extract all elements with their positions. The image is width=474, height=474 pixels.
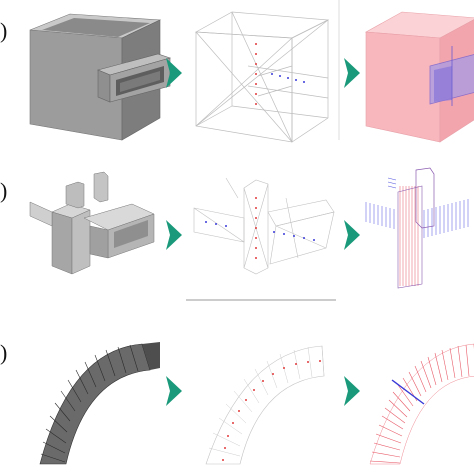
row-c-wireframe-skeleton xyxy=(205,345,325,465)
row-label-b: ) xyxy=(0,178,8,203)
chevron-right-icon xyxy=(344,376,360,406)
row-b-volume-decomposition xyxy=(365,167,469,289)
row-b-solid-model xyxy=(29,171,155,275)
row-a-divider xyxy=(338,0,340,140)
row-a-wireframe-skeleton xyxy=(194,11,330,143)
row-c-solid-model xyxy=(39,342,160,465)
chevron-right-icon xyxy=(166,376,182,406)
row-label-c: ) xyxy=(0,340,8,365)
row-a-volume-decomposition xyxy=(364,11,474,143)
chevron-right-icon xyxy=(166,220,182,250)
row-c-volume-decomposition xyxy=(369,343,474,465)
row-b-wireframe-skeleton xyxy=(186,177,336,301)
row-a-solid-model xyxy=(29,13,172,141)
chevron-right-icon xyxy=(344,58,360,88)
row-label-a: ) xyxy=(0,18,8,43)
chevron-right-icon xyxy=(344,220,360,250)
chevron-right-icon xyxy=(166,58,182,88)
